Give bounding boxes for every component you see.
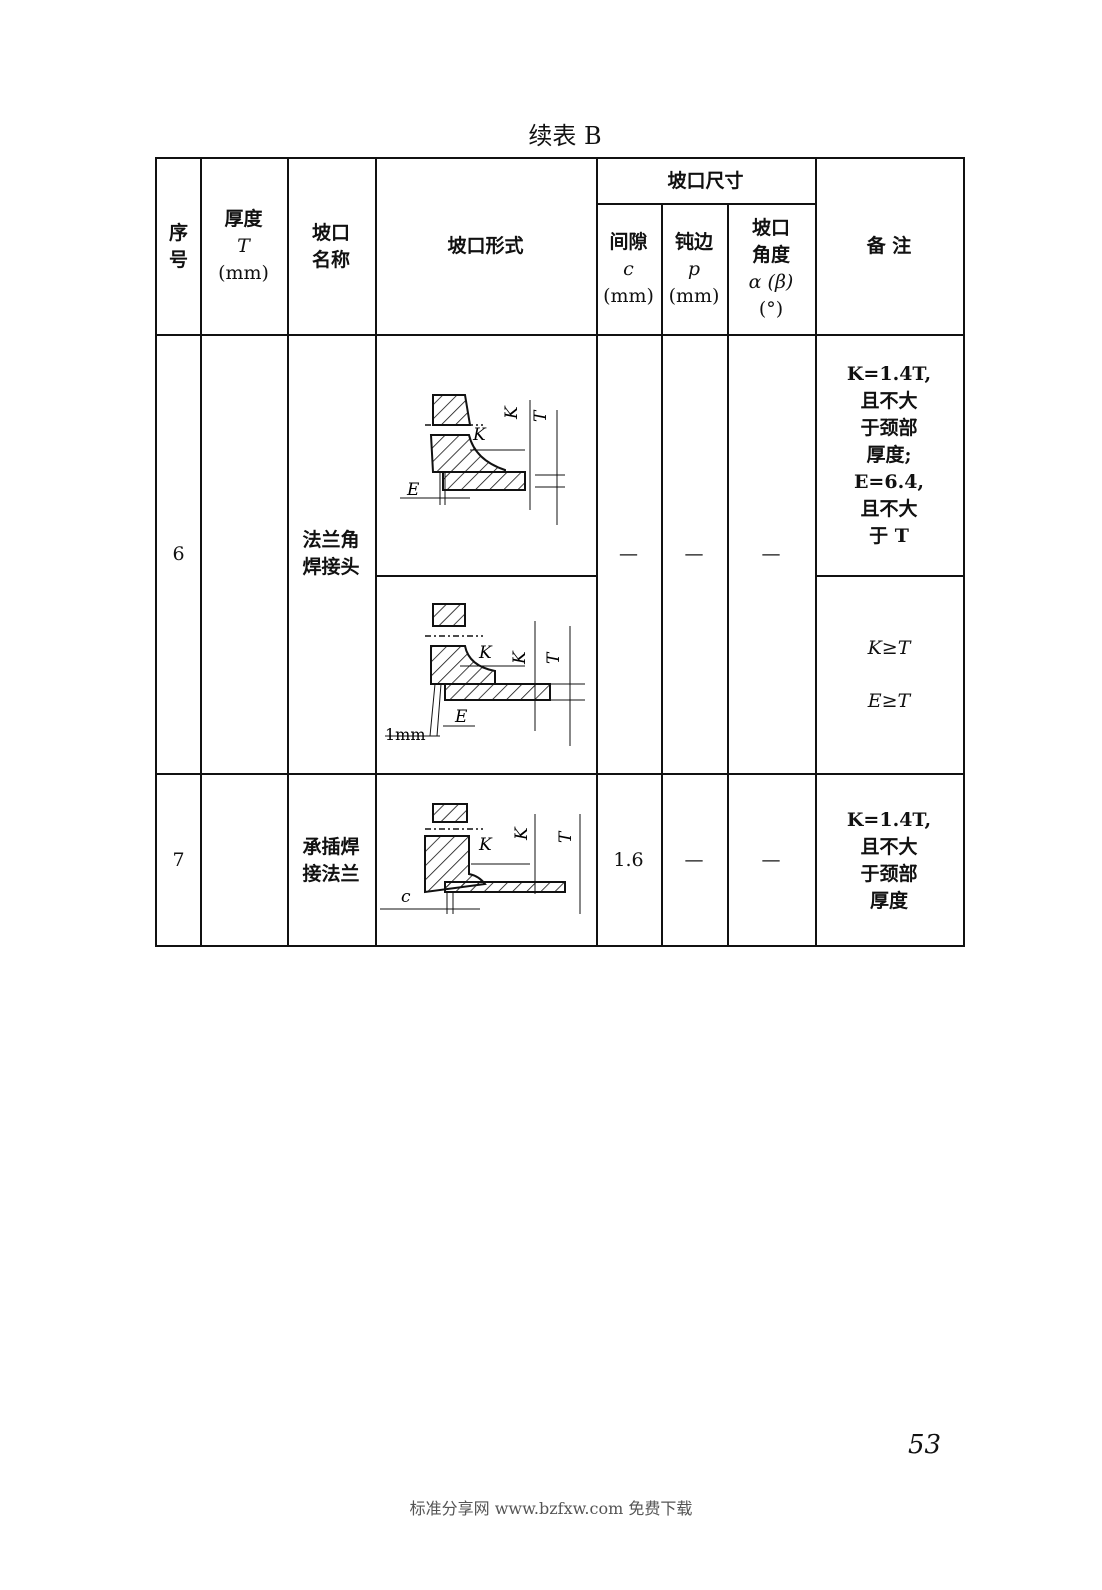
row7-angle: —	[761, 849, 781, 871]
row6-gap: —	[619, 542, 638, 565]
label-k: K	[478, 643, 493, 663]
row6-blunt: —	[684, 542, 704, 565]
label-t: T	[556, 830, 576, 843]
label-t: T	[544, 651, 564, 664]
footer-watermark: 标准分享网 www.bzfxw.com 免费下载	[409, 1499, 693, 1518]
header-remark: 备 注	[866, 235, 912, 257]
label-c: c	[401, 887, 411, 907]
row7-blunt: —	[684, 849, 704, 871]
page-number: 53	[908, 1430, 942, 1460]
row7-gap: 1.6	[613, 849, 644, 871]
label-k: K	[478, 835, 493, 855]
table-title: 续表 B	[528, 122, 602, 150]
row7-remarks: K=1.4T,且不大于颈部厚度	[846, 808, 932, 912]
row6-name: 法兰角焊接头	[302, 529, 360, 578]
fillet-flange-diagram-b: K K T E 1mm	[385, 603, 585, 746]
label-t: T	[531, 409, 551, 422]
label-k-vertical: K	[512, 826, 532, 841]
label-k-vertical: K	[502, 405, 522, 420]
row7-seq: 7	[172, 849, 185, 871]
label-1mm: 1mm	[385, 725, 426, 744]
row7-name: 承插焊接法兰	[302, 835, 360, 885]
label-e: E	[406, 480, 420, 500]
header-seq: 序号	[168, 221, 188, 271]
socket-weld-flange-diagram: K K T c	[380, 803, 581, 914]
header-groove-name: 坡口名称	[311, 221, 350, 271]
label-k: K	[472, 425, 487, 445]
header-groove-form: 坡口形式	[447, 235, 524, 257]
row6-remarks-a: K=1.4T,且不大于颈部厚度;E=6.4,且不大于 T	[846, 362, 932, 547]
fillet-flange-diagram-a: K K T E	[400, 394, 565, 525]
row6-angle: —	[761, 542, 781, 565]
label-k-vertical: K	[510, 650, 530, 665]
row6-seq: 6	[172, 542, 185, 565]
header-groove-size: 坡口尺寸	[667, 170, 744, 192]
label-e: E	[454, 707, 468, 727]
